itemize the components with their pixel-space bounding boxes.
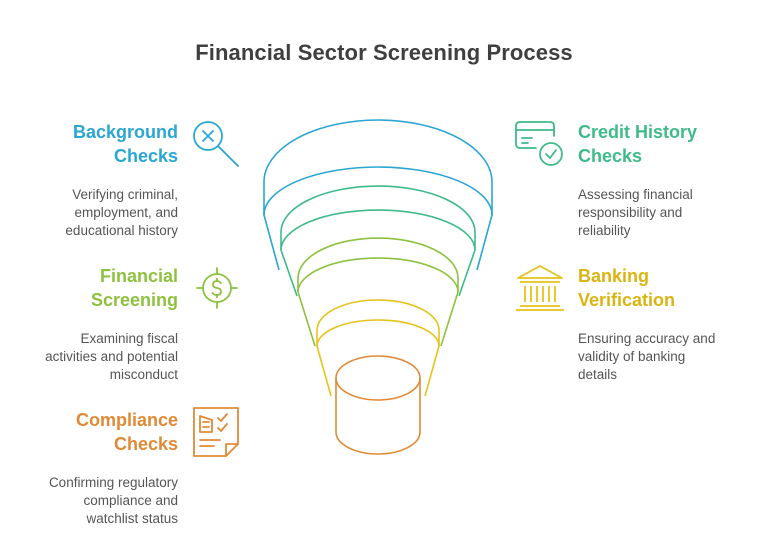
- step-background-checks: Background Checks Verifying criminal, em…: [20, 120, 178, 240]
- step-title: Banking Verification: [578, 266, 676, 310]
- step-title: Credit History Checks: [578, 122, 698, 166]
- step-title: Compliance Checks: [75, 410, 178, 454]
- bank-building-icon: [516, 265, 564, 311]
- magnifier-x-icon: [193, 121, 239, 167]
- step-description: Verifying criminal, employment, and educ…: [65, 187, 178, 238]
- step-title: Background Checks: [72, 122, 178, 166]
- step-credit-history-checks: Credit History Checks Assessing financia…: [578, 120, 758, 240]
- funnel-layer-background: [263, 119, 493, 271]
- step-description: Assessing financial responsibility and r…: [578, 187, 693, 238]
- dollar-target-icon: [196, 267, 238, 309]
- step-banking-verification: Banking Verification Ensuring accuracy a…: [578, 264, 758, 384]
- step-title: Financial Screening: [90, 266, 178, 310]
- credit-card-check-icon: [515, 121, 563, 166]
- funnel-layer-credit: [280, 185, 476, 297]
- step-description: Ensuring accuracy and validity of bankin…: [578, 331, 716, 382]
- step-description: Confirming regulatory compliance and wat…: [48, 475, 178, 526]
- step-financial-screening: Financial Screening Examining fiscal act…: [20, 264, 178, 384]
- step-description: Examining fiscal activities and potentia…: [45, 331, 178, 382]
- funnel-layer-banking: [316, 299, 440, 397]
- checklist-document-icon: [193, 407, 239, 457]
- page-title: Financial Sector Screening Process: [195, 40, 573, 65]
- step-compliance-checks: Compliance Checks Confirming regulatory …: [20, 408, 178, 528]
- funnel-layer-compliance: [335, 355, 421, 455]
- funnel-layer-financial: [297, 237, 459, 347]
